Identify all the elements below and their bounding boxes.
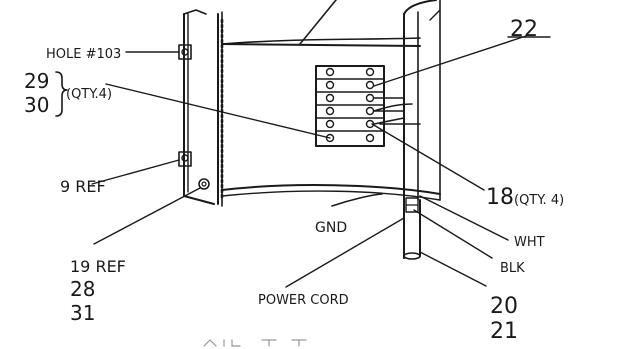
hole-103-label: HOLE #103: [46, 47, 121, 62]
item-22-label: 22: [510, 17, 538, 42]
qty-4-left-label: (QTY.4): [66, 87, 112, 102]
item-19-ref-label: 19 REF: [70, 257, 126, 276]
item-31-label: 31: [70, 301, 95, 325]
item-20-label: 20: [490, 294, 518, 319]
terminal-screw: [325, 106, 335, 116]
item-21-label: 21: [490, 319, 518, 344]
nut-19-ref: [198, 178, 210, 190]
terminal-block: [315, 65, 385, 147]
chassis-body: [221, 0, 441, 201]
item-28-label: 28: [70, 277, 95, 301]
cut-off-caption: [203, 339, 307, 347]
terminal-screw: [325, 67, 335, 77]
gnd-label: GND: [315, 220, 347, 236]
qty-4-right-label: (QTY. 4): [514, 193, 564, 208]
power-cord-label: POWER CORD: [258, 293, 349, 308]
power-cord: [403, 197, 421, 260]
item-29-label: 29: [24, 69, 49, 93]
terminal-screw: [365, 67, 375, 77]
leader-lines: [91, 35, 551, 288]
hole-9-ref: [178, 151, 192, 167]
terminal-screw: [325, 93, 335, 103]
brace-29-30: [55, 71, 68, 117]
terminal-screw: [365, 93, 375, 103]
wht-label: WHT: [514, 235, 545, 250]
blk-label: BLK: [500, 261, 525, 276]
wires: [331, 97, 421, 207]
terminal-screw: [365, 133, 375, 143]
terminal-screw: [325, 133, 335, 143]
terminal-screw: [365, 80, 375, 90]
item-9-ref-label: 9 REF: [60, 177, 106, 196]
terminal-screw: [325, 80, 335, 90]
terminal-screw: [365, 106, 375, 116]
terminal-screw: [325, 119, 335, 129]
item-30-label: 30: [24, 93, 49, 117]
item-18-label: 18: [486, 185, 514, 210]
